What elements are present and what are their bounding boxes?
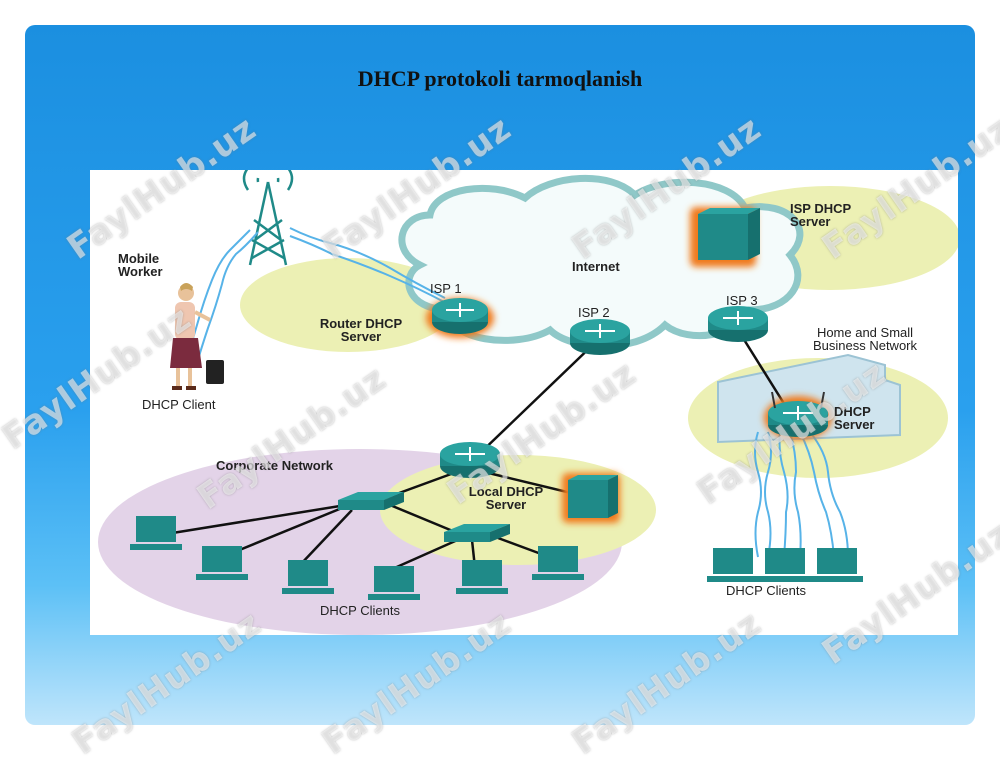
network-diagram: Internet ISP 1 ISP 2 ISP 3 ISP DHCP Serv… <box>90 170 958 635</box>
router-dhcp-server-label-line2: Server <box>340 329 382 344</box>
pc <box>368 566 420 600</box>
corporate-pcs <box>130 516 584 600</box>
switch-corporate-1[interactable] <box>338 492 404 510</box>
home-dhcp-server-label-line2: Server <box>834 417 875 432</box>
router-isp3[interactable] <box>708 306 768 342</box>
local-dhcp-server[interactable] <box>568 475 618 518</box>
cell-tower <box>242 170 294 266</box>
switch-corporate-2[interactable] <box>444 524 510 542</box>
pc <box>759 548 811 582</box>
diagram-canvas <box>98 170 958 635</box>
router-corporate[interactable] <box>440 442 500 478</box>
isp1-label: ISP 1 <box>430 281 462 296</box>
network-links <box>159 329 790 572</box>
home-dhcp-server-label-line1: DHCP <box>834 404 871 419</box>
mobile-worker-label-line2: Worker <box>118 264 163 279</box>
home-dhcp-clients-label: DHCP Clients <box>726 583 806 598</box>
local-dhcp-server-label-line2: Server <box>485 497 527 512</box>
wireless-waves <box>186 227 849 558</box>
home-pcs <box>707 548 863 582</box>
pc <box>282 560 334 594</box>
slide-title: DHCP protokoli tarmoqlanish <box>357 66 643 91</box>
mobile-worker-figure <box>170 283 224 390</box>
dhcp-client-label: DHCP Client <box>142 397 216 412</box>
router-home[interactable] <box>768 391 828 437</box>
pc <box>707 548 759 582</box>
isp-dhcp-server-label-line1: ISP DHCP <box>790 201 852 216</box>
router-dhcp-server-label-line1: Router DHCP <box>319 316 403 331</box>
isp-dhcp-server[interactable] <box>698 208 760 260</box>
home-network-label-line2: Business Network <box>812 338 918 353</box>
pc <box>811 548 863 582</box>
router-isp2[interactable] <box>570 319 630 355</box>
corporate-network-label: Corporate Network <box>216 458 334 473</box>
router-isp1[interactable] <box>432 298 488 334</box>
local-dhcp-server-label-line1: Local DHCP <box>468 484 544 499</box>
pc <box>130 516 182 550</box>
isp-dhcp-server-label-line2: Server <box>790 214 831 229</box>
home-network-label-line1: Home and Small <box>816 325 914 340</box>
isp2-label: ISP 2 <box>578 305 610 320</box>
pc <box>456 560 508 594</box>
corporate-dhcp-clients-label: DHCP Clients <box>320 603 400 618</box>
pc <box>532 546 584 580</box>
isp3-label: ISP 3 <box>726 293 758 308</box>
mobile-worker-label-line1: Mobile <box>118 251 160 266</box>
pc <box>196 546 248 580</box>
internet-label: Internet <box>572 259 620 274</box>
